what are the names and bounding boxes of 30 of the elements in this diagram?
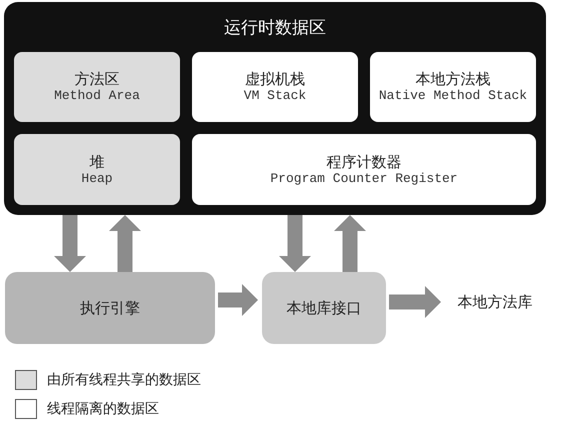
arrow (279, 215, 311, 272)
chinese-name: 虚拟机栈 (245, 70, 305, 90)
chinese-name: 程序计数器 (326, 152, 402, 172)
native-method-stack-box (370, 52, 536, 122)
native-library-label: 本地方法库 (445, 290, 545, 314)
chinese-name: 方法区 (74, 70, 120, 90)
english-name: Method Area (54, 89, 140, 104)
execution-engine-box (5, 272, 215, 344)
chinese-name: 本地方法栈 (416, 70, 490, 90)
chinese-name: 执行引擎 (80, 298, 140, 318)
method-area-box (14, 52, 180, 122)
arrow (54, 215, 86, 272)
area-title: 运行时数据区 (224, 17, 326, 39)
english-name: Heap (81, 172, 113, 186)
arrow (389, 286, 441, 318)
chinese-name: 本地库接口 (286, 298, 362, 318)
arrow (334, 215, 366, 272)
legend-text: 线程隔离的数据区 (47, 400, 159, 418)
english-name: Native Method Stack (378, 89, 528, 104)
vm-stack-box (192, 52, 358, 122)
chinese-name: 堆 (90, 152, 104, 172)
arrow (218, 284, 258, 316)
arrow (109, 215, 141, 272)
legend-text: 由所有线程共享的数据区 (47, 371, 201, 389)
heap-box (14, 134, 180, 205)
program-counter-box (192, 134, 536, 205)
english-name: Program Counter Register (270, 172, 458, 186)
english-name: VM Stack (244, 89, 306, 104)
runtime-data-area-box (4, 2, 546, 215)
native-interface-box (262, 272, 386, 344)
